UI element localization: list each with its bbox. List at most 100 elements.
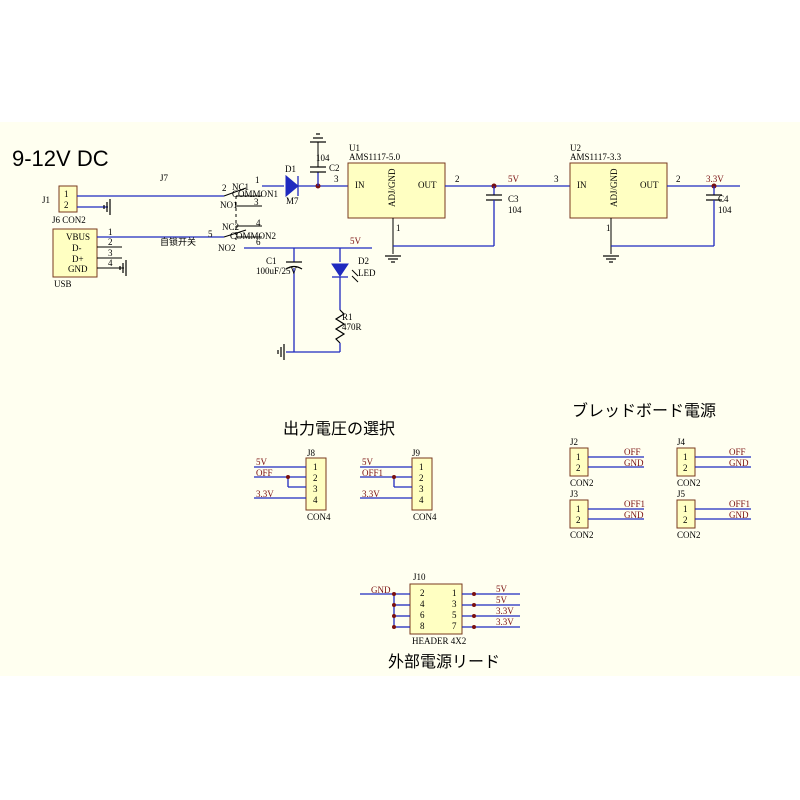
svg-text:U1: U1 <box>349 143 360 153</box>
svg-text:2: 2 <box>419 473 424 483</box>
svg-text:GND: GND <box>624 458 644 468</box>
j4-connector: J4 1 2 CON2 OFF GND <box>676 437 751 488</box>
svg-text:GND: GND <box>68 264 88 274</box>
svg-text:1: 1 <box>396 223 401 233</box>
net-5v: 5V <box>508 174 520 184</box>
svg-text:R1: R1 <box>342 312 353 322</box>
svg-text:2: 2 <box>222 183 227 193</box>
svg-text:J10: J10 <box>413 572 426 582</box>
svg-text:4: 4 <box>420 599 425 609</box>
svg-text:4: 4 <box>419 495 424 505</box>
svg-text:NC2: NC2 <box>222 222 239 232</box>
svg-text:2: 2 <box>313 473 318 483</box>
j7-ref: J7 <box>160 173 169 183</box>
svg-text:104: 104 <box>508 205 522 215</box>
svg-text:4: 4 <box>108 258 113 268</box>
r1-resistor: R1 470R <box>277 277 362 361</box>
svg-text:470R: 470R <box>342 322 362 332</box>
svg-text:OUT: OUT <box>418 180 437 190</box>
svg-text:CON2: CON2 <box>677 478 701 488</box>
svg-text:J8: J8 <box>307 448 316 458</box>
svg-text:NO1: NO1 <box>220 200 238 210</box>
svg-text:1: 1 <box>683 452 688 462</box>
svg-text:J9: J9 <box>412 448 421 458</box>
svg-text:1: 1 <box>108 227 113 237</box>
svg-text:HEADER 4X2: HEADER 4X2 <box>412 636 466 646</box>
svg-text:OFF: OFF <box>624 447 641 457</box>
svg-text:1: 1 <box>255 175 260 185</box>
svg-text:5: 5 <box>208 229 213 239</box>
svg-text:104: 104 <box>316 153 330 163</box>
svg-text:CON2: CON2 <box>570 530 594 540</box>
j6-ref: J6 CON2 <box>52 215 86 225</box>
j7-switch: J7 自锁开关 2 1 3 NC1 COMMON1 NO1 4 NC2 5 CO… <box>160 173 372 253</box>
svg-text:1: 1 <box>64 189 69 199</box>
svg-text:3: 3 <box>313 484 318 494</box>
svg-text:7: 7 <box>452 621 457 631</box>
svg-text:1: 1 <box>683 504 688 514</box>
svg-text:OFF1: OFF1 <box>362 468 383 478</box>
caption-select: 出力電圧の選択 <box>283 419 395 438</box>
svg-text:6: 6 <box>256 237 261 247</box>
svg-text:1: 1 <box>419 462 424 472</box>
svg-text:4: 4 <box>313 495 318 505</box>
svg-text:J3: J3 <box>570 489 579 499</box>
d2-led: D2 LED 5V <box>331 236 376 283</box>
svg-text:3: 3 <box>334 174 339 184</box>
svg-text:1: 1 <box>576 452 581 462</box>
d1-diode: D1 M7 <box>285 164 348 206</box>
svg-text:2: 2 <box>676 174 681 184</box>
svg-text:5V: 5V <box>362 457 374 467</box>
svg-text:COMMON2: COMMON2 <box>230 231 276 241</box>
caption-breadboard: ブレッドボード電源 <box>572 401 716 420</box>
svg-text:J5: J5 <box>677 489 686 499</box>
svg-text:D-: D- <box>72 243 82 253</box>
u1-regulator: U1 AMS1117-5.0 IN OUT ADJ/GND 3 2 1 5V 3 <box>334 143 570 263</box>
svg-text:3: 3 <box>452 599 457 609</box>
svg-text:104: 104 <box>718 205 732 215</box>
svg-text:CON4: CON4 <box>413 512 437 522</box>
c1-capacitor: C1 100uF/25V <box>256 248 303 352</box>
svg-text:VBUS: VBUS <box>66 232 90 242</box>
svg-text:1: 1 <box>576 504 581 514</box>
svg-text:OFF: OFF <box>729 447 746 457</box>
svg-text:100uF/25V: 100uF/25V <box>256 266 298 276</box>
j10-header: J10 2 4 6 8 1 3 5 7 HEADER 4X2 GND 5V 5V… <box>360 572 520 646</box>
svg-text:GND: GND <box>371 585 391 595</box>
svg-text:3: 3 <box>554 174 559 184</box>
svg-text:3: 3 <box>108 248 113 258</box>
svg-text:D+: D+ <box>72 254 84 264</box>
svg-text:ADJ/GND: ADJ/GND <box>387 168 397 207</box>
svg-text:1: 1 <box>313 462 318 472</box>
net-3v3: 3.3V <box>706 174 724 184</box>
svg-text:6: 6 <box>420 610 425 620</box>
svg-text:D1: D1 <box>285 164 296 174</box>
svg-text:NC1: NC1 <box>232 182 249 192</box>
j1-connector: J1 1 2 J6 CON2 <box>42 185 224 225</box>
j5-connector: J5 1 2 CON2 OFF1 GND <box>676 489 751 540</box>
svg-text:5: 5 <box>452 610 457 620</box>
svg-text:3.3V: 3.3V <box>496 606 514 616</box>
svg-text:U2: U2 <box>570 143 581 153</box>
svg-text:8: 8 <box>420 621 425 631</box>
svg-text:J2: J2 <box>570 437 578 447</box>
svg-text:M7: M7 <box>286 196 299 206</box>
svg-text:OFF1: OFF1 <box>729 499 750 509</box>
u2-regulator: U2 AMS1117-3.3 IN OUT ADJ/GND 2 1 3.3V <box>569 143 740 263</box>
svg-text:OFF1: OFF1 <box>624 499 645 509</box>
c4-capacitor: C4 104 <box>706 186 732 246</box>
svg-text:COMMON1: COMMON1 <box>232 189 278 199</box>
svg-text:3: 3 <box>254 197 259 207</box>
svg-text:D2: D2 <box>358 256 369 266</box>
svg-text:C2: C2 <box>329 163 340 173</box>
net-5v-led: 5V <box>350 236 362 246</box>
svg-text:3: 3 <box>419 484 424 494</box>
svg-text:GND: GND <box>729 458 749 468</box>
usb-connector: VBUS D- D+ GND USB 1 2 3 4 <box>52 227 224 289</box>
usb-label: USB <box>54 279 72 289</box>
svg-text:2: 2 <box>576 515 581 525</box>
svg-text:2: 2 <box>576 463 581 473</box>
svg-text:NO2: NO2 <box>218 243 236 253</box>
j3-connector: J3 1 2 CON2 OFF1 GND <box>569 489 645 540</box>
svg-text:4: 4 <box>256 218 261 228</box>
